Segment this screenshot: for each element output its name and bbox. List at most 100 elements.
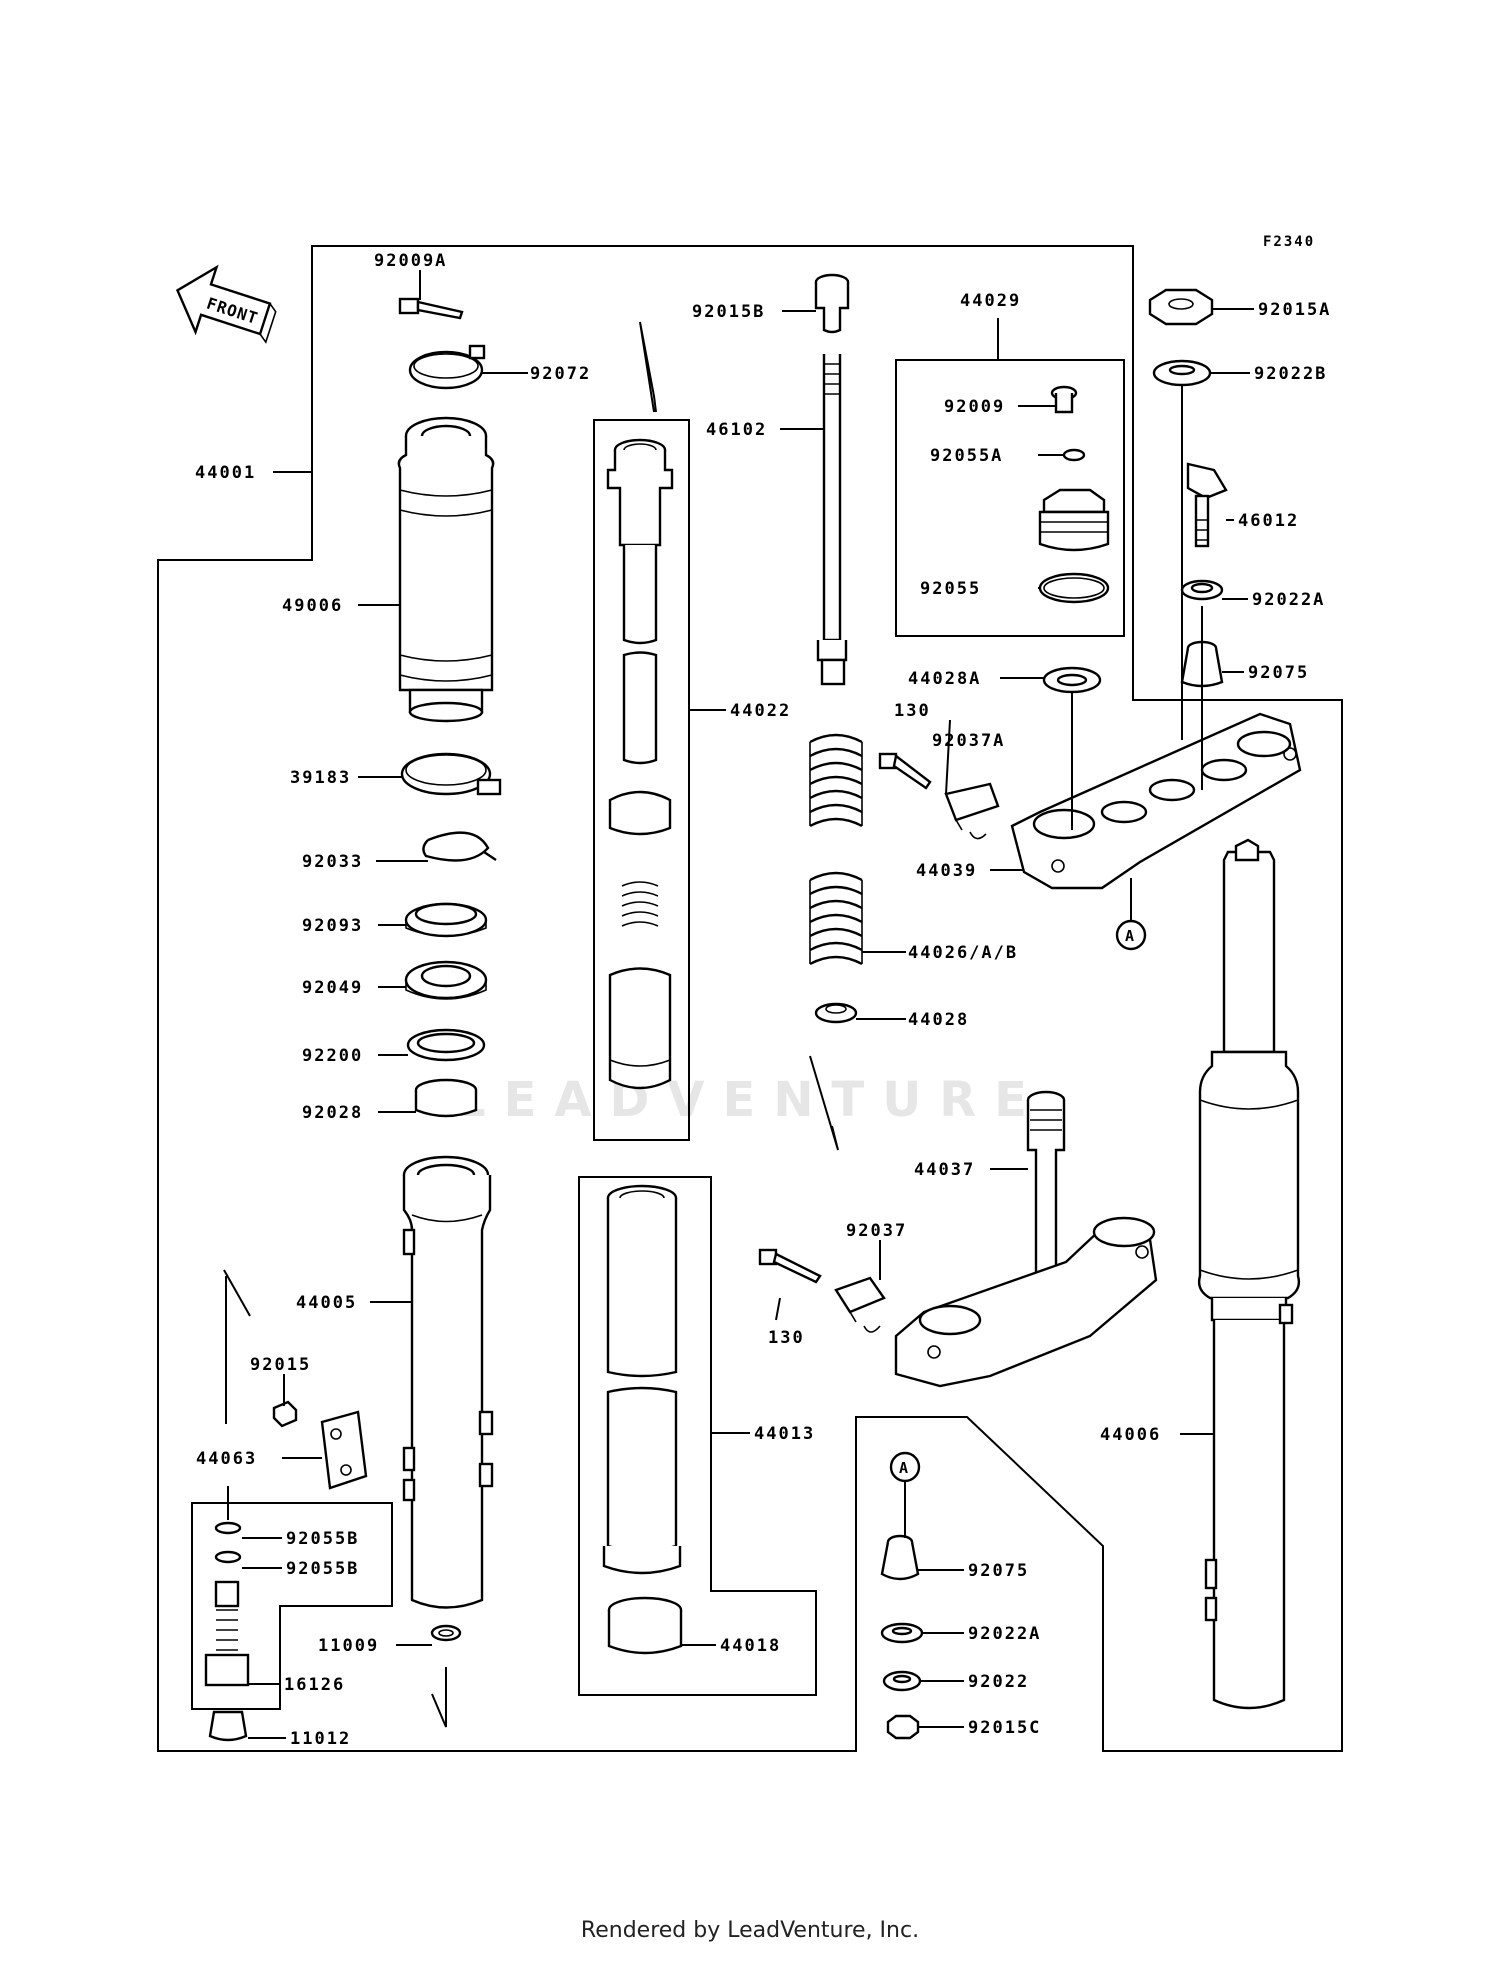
callout-44028: 44028 bbox=[908, 1010, 969, 1030]
part-46102 bbox=[816, 354, 848, 686]
leader-92015-diag bbox=[223, 1269, 251, 1317]
part-44018 bbox=[607, 1596, 683, 1655]
footer-credit: Rendered by LeadVenture, Inc. bbox=[580, 1918, 920, 1943]
part-fork-cap bbox=[1038, 488, 1110, 552]
leader-44022-top bbox=[639, 321, 657, 413]
leader-lines bbox=[227, 270, 1254, 1739]
leader-44028-down bbox=[809, 1055, 839, 1151]
part-92037A bbox=[944, 782, 1000, 840]
part-44022 bbox=[606, 438, 674, 1090]
callout-44028A: 44028A bbox=[908, 669, 981, 689]
leader-11009-down bbox=[431, 1667, 447, 1728]
part-92072 bbox=[408, 344, 486, 390]
callout-44005: 44005 bbox=[296, 1293, 357, 1313]
callout-92055B-lower: 92055B bbox=[286, 1559, 359, 1579]
part-92055 bbox=[1038, 572, 1110, 604]
callout-92072: 92072 bbox=[530, 364, 591, 384]
callout-92033: 92033 bbox=[302, 852, 363, 872]
group-44022-box bbox=[593, 419, 690, 1141]
front-arrow-icon: FRONT bbox=[175, 264, 277, 344]
part-44028 bbox=[814, 1002, 858, 1024]
callout-11012: 11012 bbox=[290, 1729, 351, 1749]
callout-92055B-upper: 92055B bbox=[286, 1529, 359, 1549]
callout-46012: 46012 bbox=[1238, 511, 1299, 531]
part-92015 bbox=[272, 1400, 298, 1428]
callout-92009: 92009 bbox=[944, 397, 1005, 417]
group-16126-box bbox=[191, 1502, 393, 1710]
part-39183 bbox=[400, 752, 502, 796]
part-44006 bbox=[1197, 838, 1301, 1710]
callout-11009: 11009 bbox=[318, 1636, 379, 1656]
callout-44001: 44001 bbox=[195, 463, 256, 483]
part-92049 bbox=[404, 960, 488, 1000]
callout-44026: 44026/A/B bbox=[908, 943, 1018, 963]
part-130-top bbox=[878, 752, 932, 790]
part-11009 bbox=[430, 1624, 462, 1642]
part-11012 bbox=[208, 1710, 248, 1742]
part-92015A bbox=[1148, 288, 1214, 326]
part-44037 bbox=[894, 1090, 1158, 1388]
callout-44039: 44039 bbox=[916, 861, 977, 881]
callout-44029: 44029 bbox=[960, 291, 1021, 311]
callout-92022B: 92022B bbox=[1254, 364, 1327, 384]
part-92093 bbox=[404, 902, 488, 938]
part-92015C bbox=[886, 1714, 920, 1740]
callout-92022A-top: 92022A bbox=[1252, 590, 1325, 610]
callout-44013: 44013 bbox=[754, 1424, 815, 1444]
group-44013-box bbox=[578, 1176, 817, 1696]
figure-code: F2340 bbox=[1263, 234, 1315, 250]
ref-label-A-top: A bbox=[1125, 927, 1134, 945]
part-92022A-top bbox=[1180, 579, 1224, 601]
callout-92037A: 92037A bbox=[932, 731, 1005, 751]
group-44029-box bbox=[895, 359, 1125, 637]
part-92055B-lower bbox=[214, 1550, 242, 1564]
callout-39183: 39183 bbox=[290, 768, 351, 788]
callout-130-bottom: 130 bbox=[768, 1328, 805, 1348]
callout-92075-top: 92075 bbox=[1248, 663, 1309, 683]
part-92009-screw bbox=[1050, 385, 1078, 414]
part-92055A bbox=[1062, 448, 1086, 462]
callout-92015: 92015 bbox=[250, 1355, 311, 1375]
part-92055B-upper bbox=[214, 1521, 242, 1535]
callout-92200: 92200 bbox=[302, 1046, 363, 1066]
callout-92015B: 92015B bbox=[692, 302, 765, 322]
part-92022B bbox=[1152, 359, 1212, 387]
part-44005 bbox=[402, 1155, 494, 1609]
callout-92049: 92049 bbox=[302, 978, 363, 998]
part-92009A bbox=[398, 297, 464, 320]
part-92015B bbox=[814, 273, 850, 334]
part-16126 bbox=[204, 1580, 250, 1687]
part-44026 bbox=[809, 733, 863, 966]
assembly-outline-left bbox=[157, 245, 1343, 1752]
callout-92009A: 92009A bbox=[374, 251, 447, 271]
part-92037 bbox=[834, 1276, 886, 1333]
callout-130-top: 130 bbox=[894, 701, 931, 721]
callout-44037: 44037 bbox=[914, 1160, 975, 1180]
part-92022A-bottom bbox=[880, 1622, 924, 1644]
callout-92022A-bottom: 92022A bbox=[968, 1624, 1041, 1644]
part-92033 bbox=[422, 831, 497, 862]
part-92028 bbox=[414, 1078, 478, 1118]
callout-92075-bottom: 92075 bbox=[968, 1561, 1029, 1581]
callout-92015C: 92015C bbox=[968, 1718, 1041, 1738]
callout-44018: 44018 bbox=[720, 1636, 781, 1656]
callout-92093: 92093 bbox=[302, 916, 363, 936]
part-49006 bbox=[397, 416, 495, 723]
part-130-bottom bbox=[758, 1248, 822, 1284]
callout-49006: 49006 bbox=[282, 596, 343, 616]
callout-92022: 92022 bbox=[968, 1672, 1029, 1692]
part-92022 bbox=[882, 1670, 922, 1692]
callout-92055: 92055 bbox=[920, 579, 981, 599]
part-44063 bbox=[320, 1410, 368, 1490]
part-92075-bottom bbox=[880, 1534, 920, 1581]
ref-label-A-bottom: A bbox=[899, 1459, 908, 1477]
callout-92055A: 92055A bbox=[930, 446, 1003, 466]
part-44028A bbox=[1042, 666, 1102, 694]
callout-92037: 92037 bbox=[846, 1221, 907, 1241]
watermark-text: LEADVENTURE bbox=[455, 1072, 1045, 1128]
callout-46102: 46102 bbox=[706, 420, 767, 440]
part-44039 bbox=[1010, 712, 1302, 890]
callout-92015A: 92015A bbox=[1258, 300, 1331, 320]
callout-44063: 44063 bbox=[196, 1449, 257, 1469]
